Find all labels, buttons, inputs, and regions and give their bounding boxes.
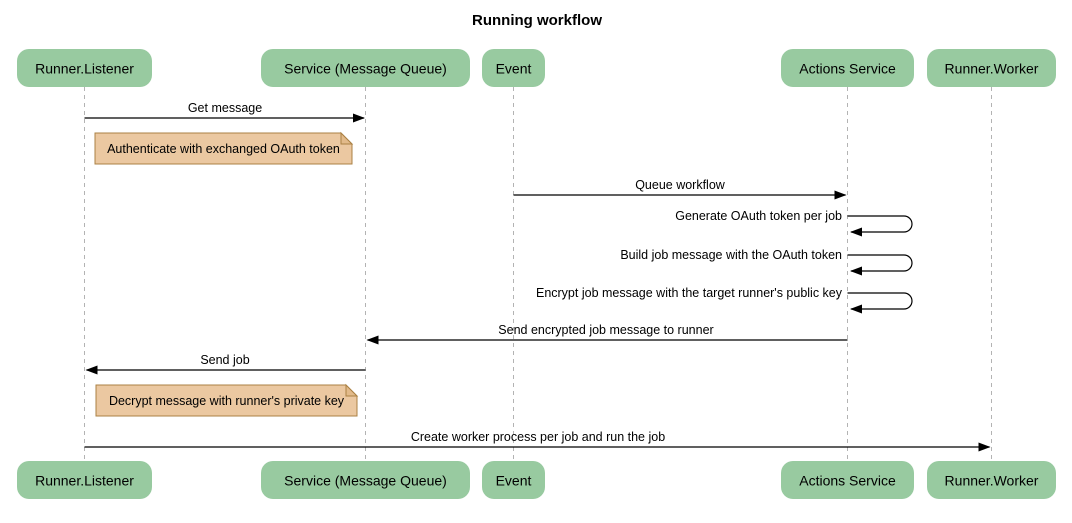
participant-bottom-actions-service: Actions Service bbox=[781, 461, 914, 499]
note-box bbox=[94, 132, 353, 165]
participant-box bbox=[482, 461, 545, 499]
participant-label: Runner.Worker bbox=[945, 473, 1039, 489]
message-label: Encrypt job message with the target runn… bbox=[536, 286, 843, 300]
participant-label: Runner.Listener bbox=[35, 61, 134, 77]
note-box bbox=[95, 384, 358, 417]
note-decrypt-message: Decrypt message with runner's private ke… bbox=[95, 383, 359, 417]
self-loop-build-job-message: Build job message with the OAuth token bbox=[620, 248, 913, 276]
participant-bottom-event: Event bbox=[482, 461, 545, 499]
message-label: Send job bbox=[200, 353, 249, 367]
participant-box bbox=[17, 49, 152, 87]
note-authenticate-oauth: Authenticate with exchanged OAuth token bbox=[94, 131, 354, 165]
message-queue-workflow: Queue workflow bbox=[513, 178, 847, 200]
participant-top-runner-listener: Runner.Listener bbox=[17, 49, 152, 87]
participant-box bbox=[261, 461, 470, 499]
note-label: Decrypt message with runner's private ke… bbox=[109, 394, 345, 408]
participant-label: Actions Service bbox=[799, 61, 896, 77]
self-loop-arrow bbox=[847, 215, 913, 237]
participant-bottom-service-message-queue: Service (Message Queue) bbox=[261, 461, 470, 499]
participant-box bbox=[927, 49, 1056, 87]
participant-label: Event bbox=[496, 473, 532, 489]
participant-box bbox=[17, 461, 152, 499]
participant-label: Runner.Worker bbox=[945, 61, 1039, 77]
message-create-worker-process: Create worker process per job and run th… bbox=[84, 430, 991, 452]
participant-label: Event bbox=[496, 61, 532, 77]
message-get-message: Get message bbox=[84, 101, 365, 123]
message-label: Generate OAuth token per job bbox=[675, 209, 842, 223]
participant-bottom-runner-listener: Runner.Listener bbox=[17, 461, 152, 499]
participant-label: Actions Service bbox=[799, 473, 896, 489]
message-label: Get message bbox=[188, 101, 262, 115]
participant-label: Service (Message Queue) bbox=[284, 473, 447, 489]
participant-box bbox=[482, 49, 545, 87]
message-send-job: Send job bbox=[85, 353, 366, 375]
note-fold-icon bbox=[340, 131, 354, 145]
diagram-title: Running workflow bbox=[472, 12, 602, 29]
message-label: Queue workflow bbox=[635, 178, 726, 192]
self-loop-arrow bbox=[847, 254, 913, 276]
participant-bottom-runner-worker: Runner.Worker bbox=[927, 461, 1056, 499]
participant-top-event: Event bbox=[482, 49, 545, 87]
participant-label: Runner.Listener bbox=[35, 473, 134, 489]
participant-box bbox=[781, 49, 914, 87]
self-loop-arrow bbox=[847, 292, 913, 314]
message-label: Build job message with the OAuth token bbox=[620, 248, 842, 262]
note-fold-icon bbox=[345, 383, 359, 397]
participant-box bbox=[781, 461, 914, 499]
participant-top-actions-service: Actions Service bbox=[781, 49, 914, 87]
participant-top-runner-worker: Runner.Worker bbox=[927, 49, 1056, 87]
participant-box bbox=[261, 49, 470, 87]
participant-box bbox=[927, 461, 1056, 499]
participant-label: Service (Message Queue) bbox=[284, 61, 447, 77]
message-label: Send encrypted job message to runner bbox=[498, 323, 713, 337]
message-send-encrypted-job: Send encrypted job message to runner bbox=[366, 323, 848, 345]
self-loop-generate-oauth-token: Generate OAuth token per job bbox=[675, 209, 913, 237]
participant-top-service-message-queue: Service (Message Queue) bbox=[261, 49, 470, 87]
message-label: Create worker process per job and run th… bbox=[411, 430, 665, 444]
note-label: Authenticate with exchanged OAuth token bbox=[107, 142, 340, 156]
self-loop-encrypt-job-message: Encrypt job message with the target runn… bbox=[536, 286, 913, 314]
